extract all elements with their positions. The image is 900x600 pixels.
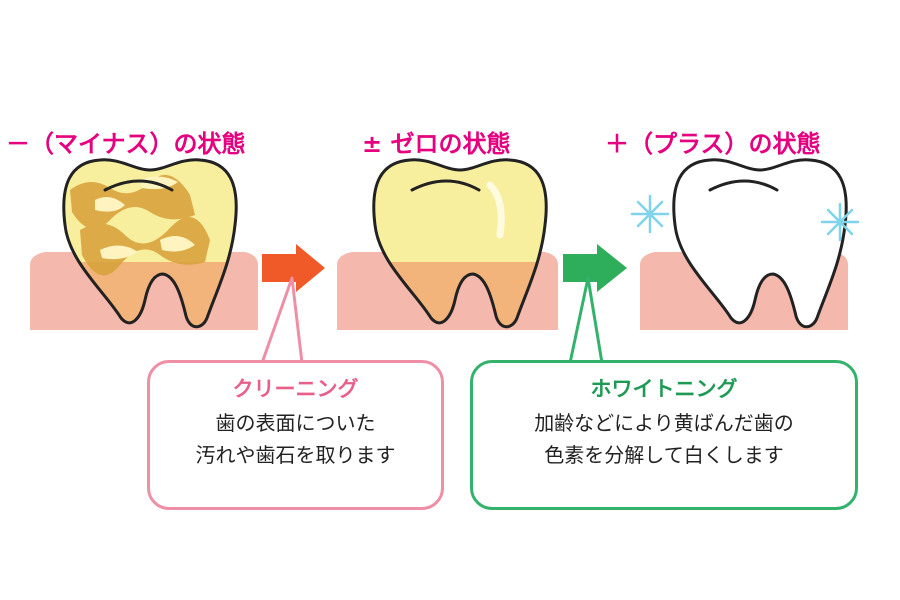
arrow-green — [563, 244, 627, 292]
stain-pattern — [70, 174, 210, 276]
sparkle-right-icon — [820, 202, 860, 242]
cleaning-callout: クリーニング 歯の表面についた 汚れや歯石を取ります — [147, 360, 444, 510]
cleaning-line-1: 歯の表面についた — [215, 411, 376, 435]
sparkle-left-icon — [630, 194, 670, 234]
whitening-callout: ホワイトニング 加齢などにより黄ばんだ歯の 色素を分解して白くします — [470, 360, 858, 510]
state-zero-title: ± ゼロの状態 — [362, 130, 511, 158]
arrow-orange — [262, 244, 325, 292]
cleaning-description: 歯の表面についた 汚れや歯石を取ります — [150, 407, 441, 471]
state-plus-title: ＋（プラス）の状態 — [605, 130, 821, 158]
tooth-zero-illustration — [337, 158, 558, 330]
cleaning-title: クリーニング — [232, 377, 359, 401]
whitening-line-2: 色素を分解して白くします — [544, 443, 784, 467]
cleaning-pointer — [260, 276, 304, 364]
state-minus-title: －（マイナス）の状態 — [6, 130, 246, 158]
tooth-minus-illustration — [30, 158, 258, 330]
cleaning-line-2: 汚れや歯石を取ります — [195, 443, 396, 467]
whitening-title: ホワイトニング — [590, 377, 738, 401]
tooth-plus-illustration — [630, 158, 860, 330]
whitening-pointer — [568, 276, 604, 364]
whitening-line-1: 加齢などにより黄ばんだ歯の — [534, 411, 794, 435]
whitening-description: 加齢などにより黄ばんだ歯の 色素を分解して白くします — [473, 407, 855, 471]
